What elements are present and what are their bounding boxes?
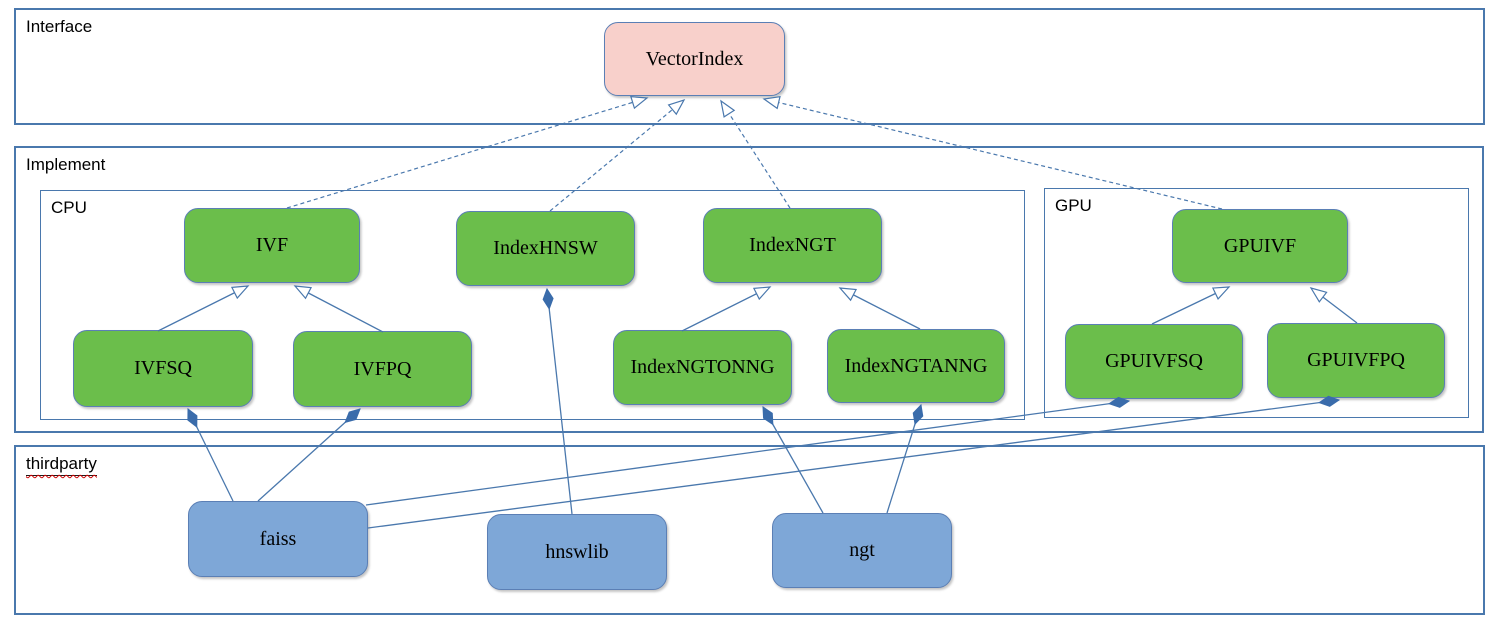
node-indexngtonng[interactable]: IndexNGTONNG [613,330,792,405]
implement-group-label: Implement [26,155,106,174]
node-hnswlib[interactable]: hnswlib [487,514,667,590]
node-ngt[interactable]: ngt [772,513,952,588]
node-indexhnsw[interactable]: IndexHNSW [456,211,635,286]
gpu-group-label: GPU [1055,196,1092,215]
node-gpuivf[interactable]: GPUIVF [1172,209,1348,283]
node-gpuivfsq[interactable]: GPUIVFSQ [1065,324,1243,399]
node-indexngtanng[interactable]: IndexNGTANNG [827,329,1005,403]
node-ivf[interactable]: IVF [184,208,360,283]
node-vectorindex[interactable]: VectorIndex [604,22,785,96]
interface-group-label: Interface [26,17,93,36]
node-ivfpq[interactable]: IVFPQ [293,331,472,407]
thirdparty-group-label: thirdparty [26,454,97,476]
node-faiss[interactable]: faiss [188,501,368,577]
node-ivfsq[interactable]: IVFSQ [73,330,253,407]
node-gpuivfpq[interactable]: GPUIVFPQ [1267,323,1445,398]
cpu-group-label: CPU [51,198,87,217]
node-indexngt[interactable]: IndexNGT [703,208,882,283]
